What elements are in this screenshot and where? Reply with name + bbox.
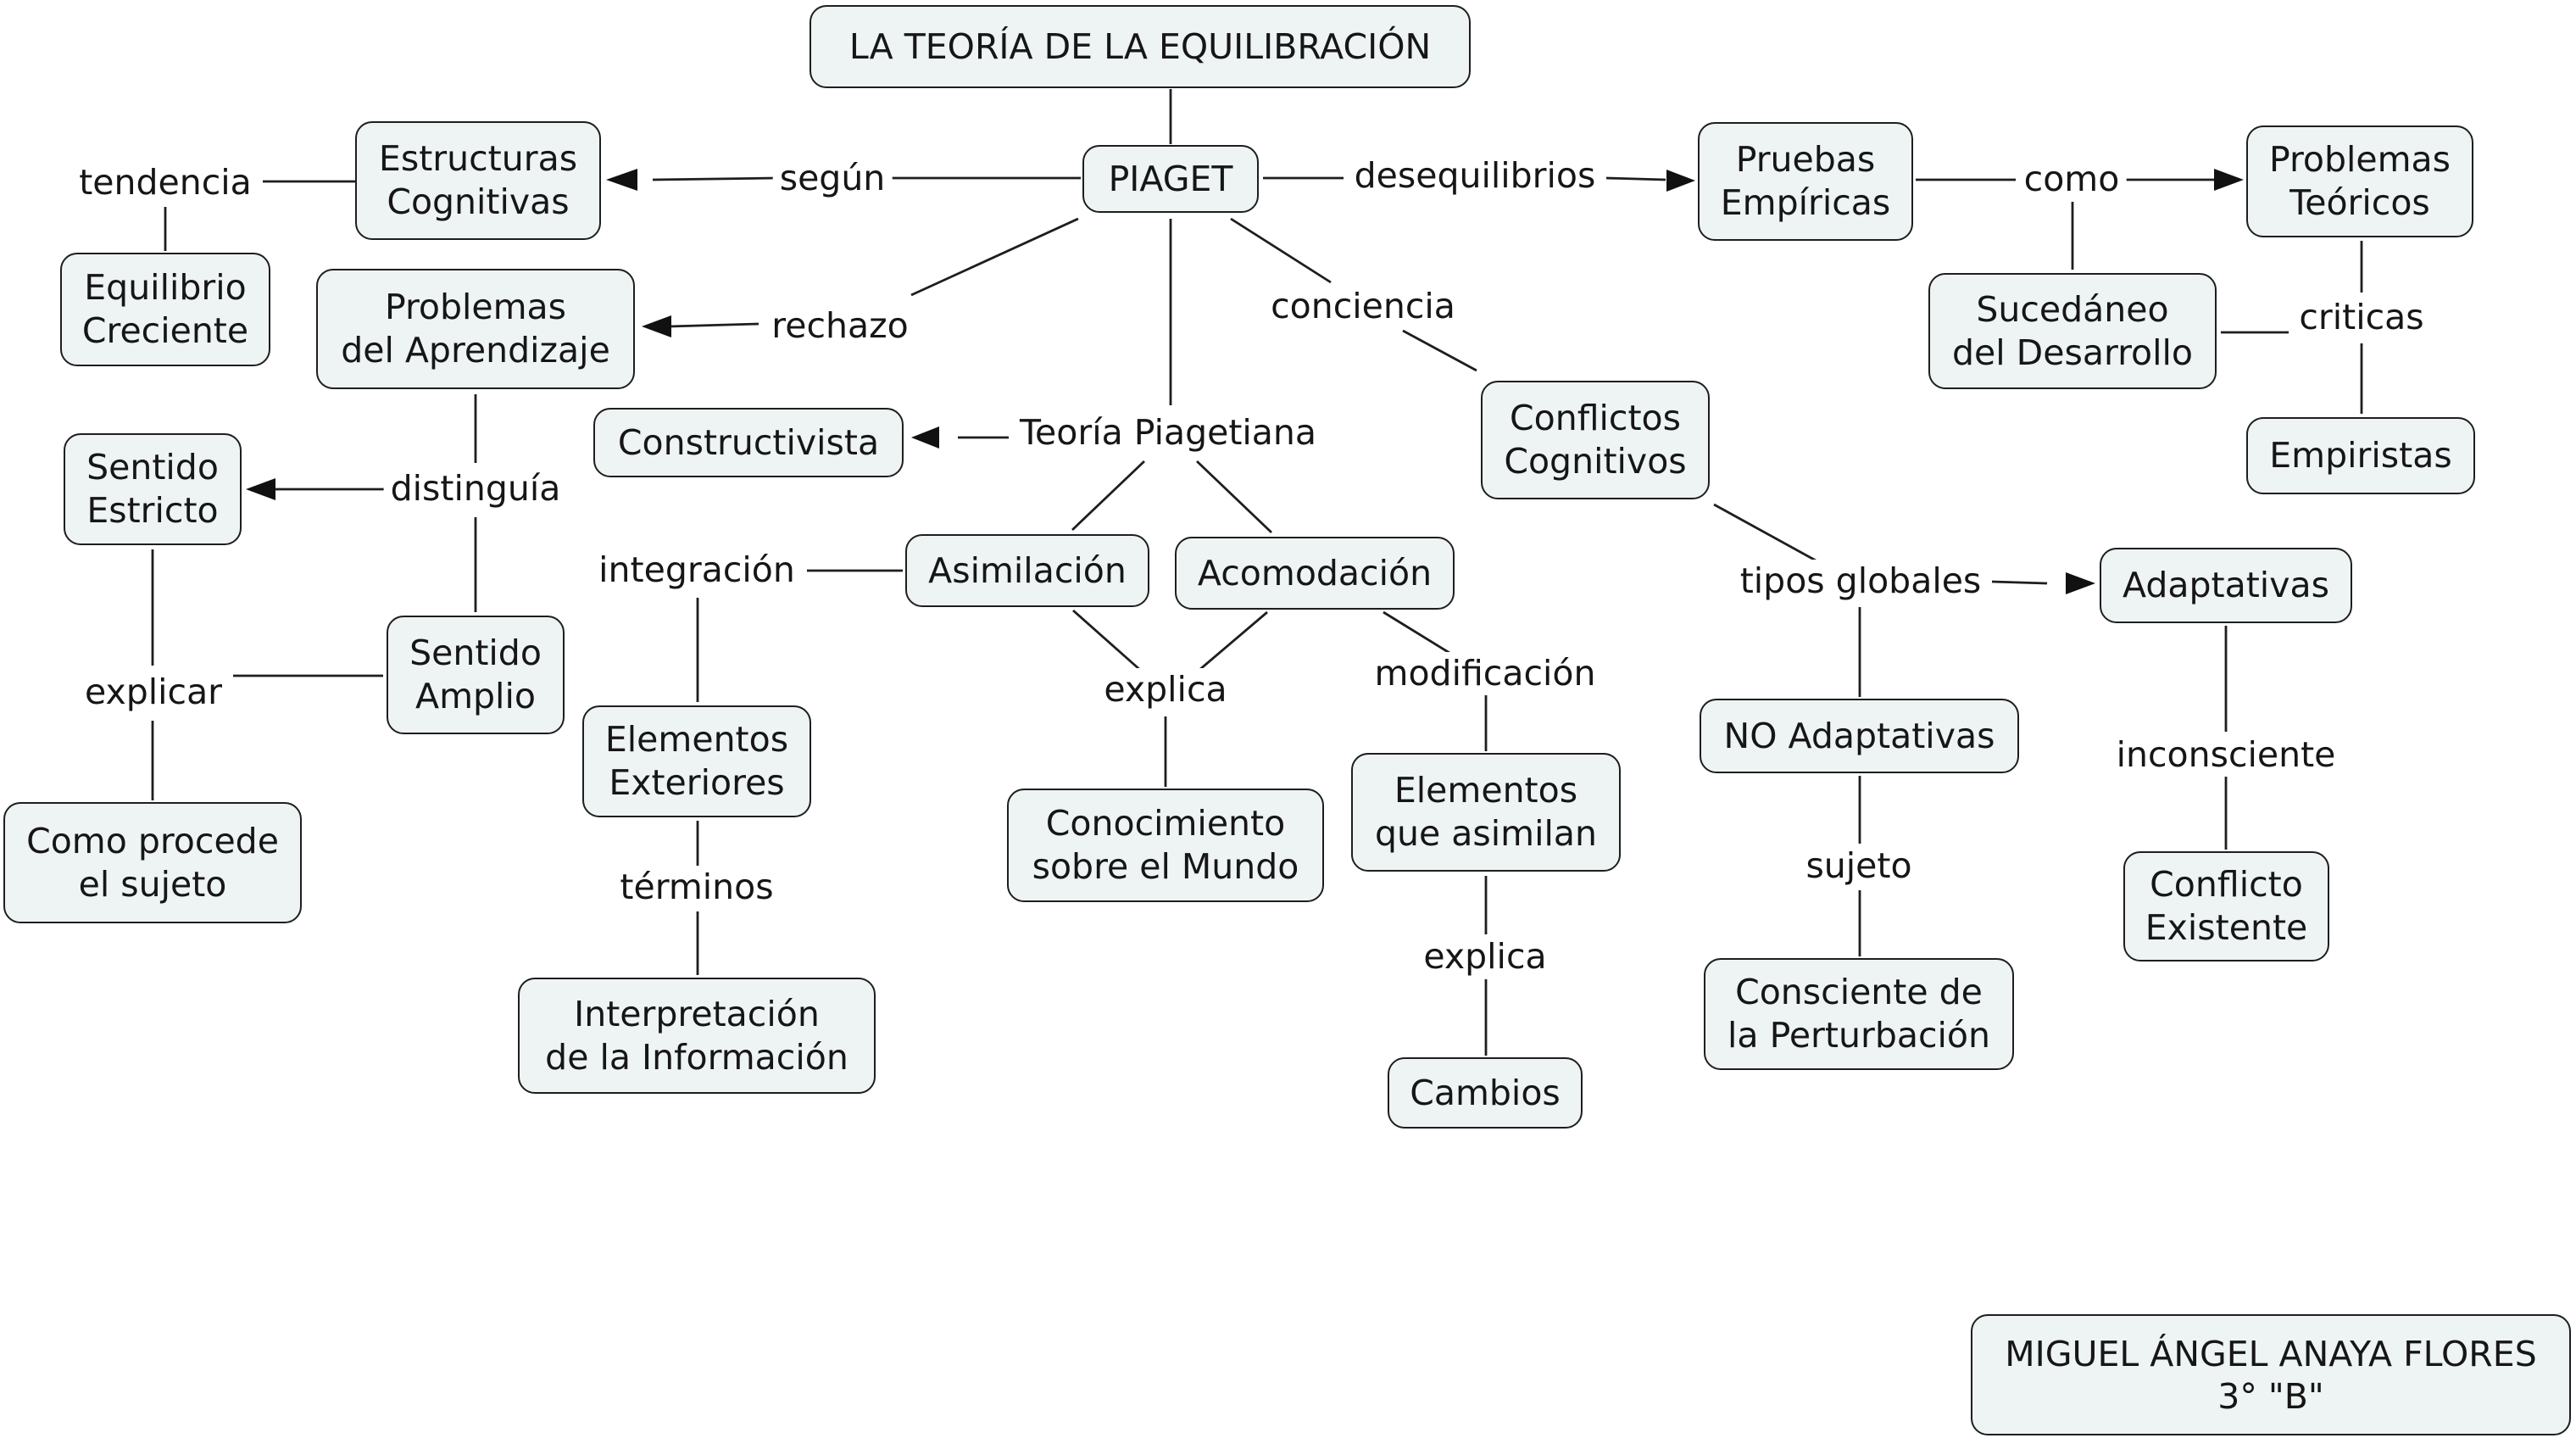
link-tipos-globales: tipos globales bbox=[1733, 560, 1989, 602]
node-no-adaptativas[interactable]: NO Adaptativas bbox=[1700, 699, 2019, 773]
link-explica-2: explica bbox=[1416, 935, 1554, 978]
link-distinguia: distinguía bbox=[383, 467, 568, 510]
link-explicar: explicar bbox=[77, 671, 230, 713]
node-constructivista[interactable]: Constructivista bbox=[593, 408, 904, 477]
link-integracion: integración bbox=[592, 549, 802, 591]
node-problemas-aprendizaje[interactable]: Problemas del Aprendizaje bbox=[316, 269, 635, 389]
node-elementos-asimilan[interactable]: Elementos que asimilan bbox=[1351, 753, 1621, 872]
link-sujeto: sujeto bbox=[1799, 844, 1919, 887]
node-sentido-amplio[interactable]: Sentido Amplio bbox=[387, 616, 565, 734]
link-segun: según bbox=[772, 157, 893, 199]
node-pruebas-empiricas[interactable]: Pruebas Empíricas bbox=[1698, 122, 1913, 241]
map-title: LA TEORÍA DE LA EQUILIBRACIÓN bbox=[810, 5, 1471, 88]
node-equilibrio-creciente[interactable]: Equilibrio Creciente bbox=[60, 253, 270, 366]
node-consciente[interactable]: Consciente de la Perturbación bbox=[1704, 958, 2014, 1070]
node-acomodacion[interactable]: Acomodación bbox=[1175, 537, 1455, 610]
node-estructuras-cognitivas[interactable]: Estructuras Cognitivas bbox=[355, 121, 601, 240]
link-desequilibrios: desequilibrios bbox=[1347, 154, 1603, 197]
node-sucedaneo[interactable]: Sucedáneo del Desarrollo bbox=[1928, 273, 2217, 389]
author-credit: MIGUEL ÁNGEL ANAYA FLORES 3° "B" bbox=[1971, 1314, 2571, 1435]
node-empiristas[interactable]: Empiristas bbox=[2246, 417, 2475, 494]
link-inconsciente: inconsciente bbox=[2109, 733, 2343, 776]
node-elementos-exteriores[interactable]: Elementos Exteriores bbox=[582, 705, 811, 817]
node-interpretacion[interactable]: Interpretación de la Información bbox=[518, 978, 876, 1094]
link-rechazo: rechazo bbox=[765, 304, 915, 347]
node-problemas-teoricos[interactable]: Problemas Teóricos bbox=[2246, 125, 2473, 237]
node-cambios[interactable]: Cambios bbox=[1388, 1057, 1583, 1129]
node-piaget[interactable]: PIAGET bbox=[1082, 145, 1259, 213]
link-conciencia: conciencia bbox=[1264, 285, 1462, 327]
node-conflicto-existente[interactable]: Conflicto Existente bbox=[2123, 851, 2329, 961]
link-terminos: términos bbox=[613, 866, 781, 908]
node-adaptativas[interactable]: Adaptativas bbox=[2100, 548, 2352, 623]
node-asimilacion[interactable]: Asimilación bbox=[905, 534, 1149, 607]
link-explica-1: explica bbox=[1097, 668, 1234, 711]
link-modificacion: modificación bbox=[1367, 652, 1603, 694]
node-sentido-estricto[interactable]: Sentido Estricto bbox=[64, 433, 242, 545]
link-teoria-piagetiana: Teoría Piagetiana bbox=[1012, 411, 1324, 454]
node-conocimiento[interactable]: Conocimiento sobre el Mundo bbox=[1007, 789, 1324, 902]
node-conflictos-cognitivos[interactable]: Conflictos Cognitivos bbox=[1481, 381, 1710, 499]
link-tendencia: tendencia bbox=[72, 161, 259, 203]
link-como: como bbox=[2017, 158, 2127, 200]
link-criticas: criticas bbox=[2292, 296, 2431, 338]
node-como-procede[interactable]: Como procede el sujeto bbox=[3, 802, 302, 923]
